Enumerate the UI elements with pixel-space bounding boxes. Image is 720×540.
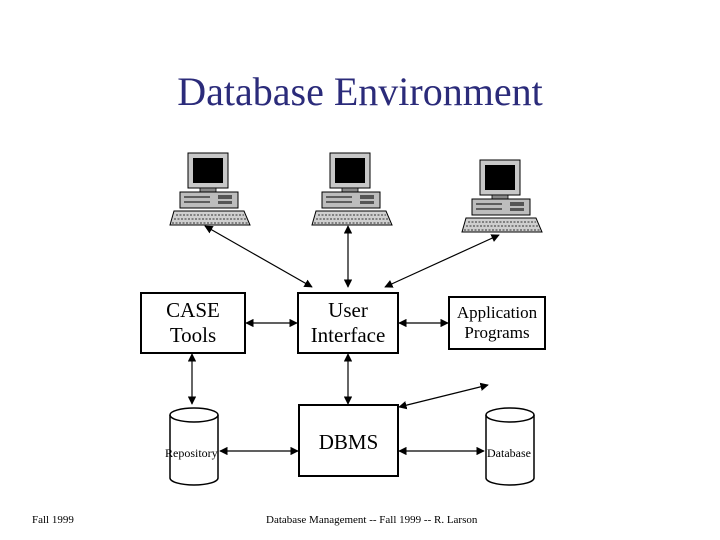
arrow-pc3-ui bbox=[384, 234, 500, 288]
slide-title: Database Environment bbox=[177, 69, 543, 114]
repository-label: Repository bbox=[165, 446, 218, 460]
footer-course: Database Management -- Fall 1999 -- R. L… bbox=[266, 514, 478, 526]
computer-icon bbox=[311, 152, 393, 226]
footer-date: Fall 1999 bbox=[32, 514, 74, 526]
dbms-box: DBMS bbox=[298, 404, 399, 477]
computer-icon bbox=[461, 159, 543, 233]
arrow-pc1-ui bbox=[204, 225, 313, 288]
arrow-dbms-app bbox=[398, 382, 489, 410]
application-programs-box: Application Programs bbox=[448, 296, 546, 350]
database-label: Database bbox=[487, 446, 531, 460]
case-tools-box: CASE Tools bbox=[140, 292, 246, 354]
repository-cylinder bbox=[169, 407, 219, 486]
user-interface-box: User Interface bbox=[297, 292, 399, 354]
database-cylinder bbox=[485, 407, 535, 486]
computer-icon bbox=[169, 152, 251, 226]
